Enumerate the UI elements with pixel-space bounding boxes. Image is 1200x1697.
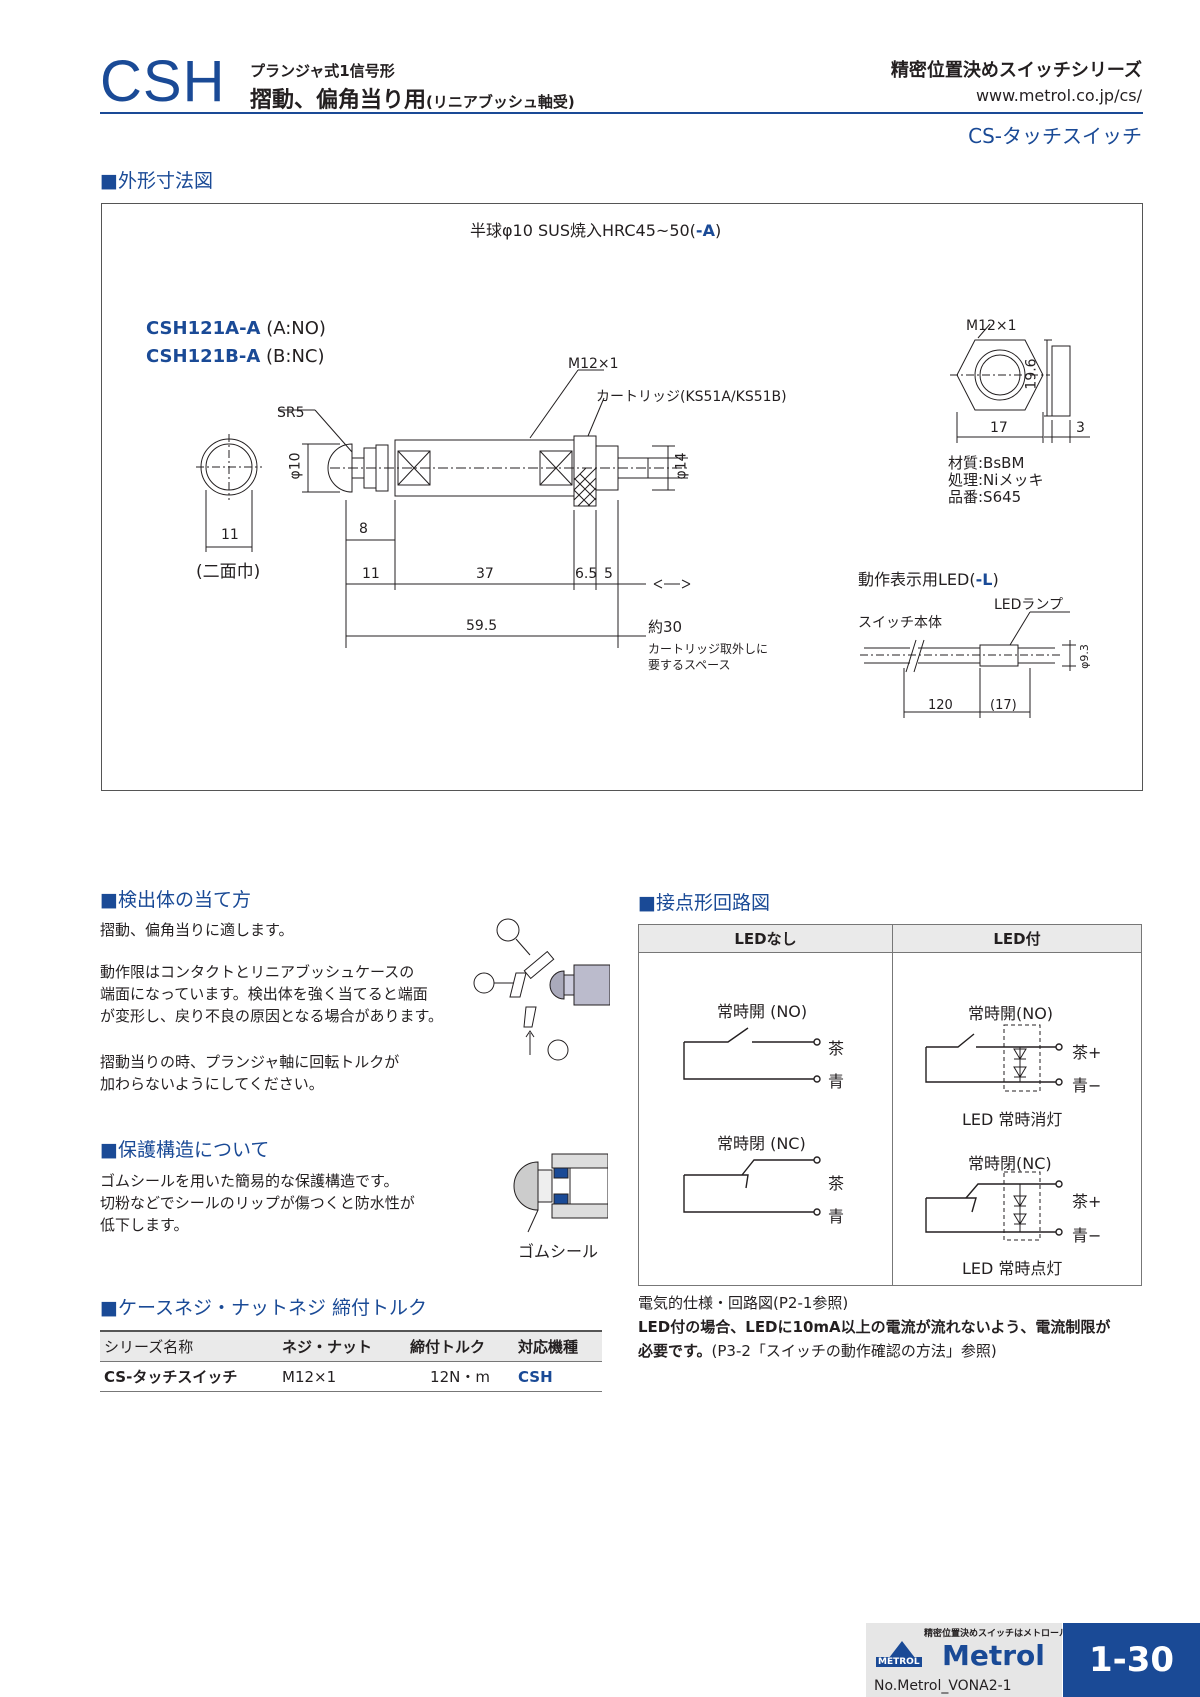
led-off-label: LED 常時消灯 [962,1110,1063,1129]
led-nc-brown: 茶+ [1072,1192,1102,1211]
nut-part-no: 品番:S645 [948,488,1022,506]
dim-cartridge: カートリッジ(KS51A/KS51B) [596,389,787,405]
led-lamp-label: LEDランプ [994,597,1064,613]
nc-label: 常時閉 (NC) [717,1134,806,1153]
nut-material: 材質:BsBM [948,454,1025,472]
torque-table: シリーズ名称 ネジ・ナット 締付トルク 対応機種 CS-タッチスイッチ M12×… [100,1330,602,1392]
seal-label: ゴムシール [518,1242,599,1261]
protect-p1: ゴムシールを用いた簡易的な保護構造です。 切粉などでシールのリップが傷つくと防水… [100,1172,415,1234]
cell-screw: M12×1 [278,1361,406,1392]
led-nc-label: 常時閉(NC) [968,1154,1052,1173]
protect-heading: 保護構造について [100,1135,269,1162]
dim-phi14: φ14 [673,452,690,480]
page-number: 1-30 [1063,1623,1200,1697]
seal-diagram [513,1153,608,1233]
dim-space-1: カートリッジ取外しに [648,642,769,656]
hemisphere-tip [327,443,353,493]
circuit-ref: 電気的仕様・回路図(P2-1参照) [638,1294,849,1312]
nut-treatment: 処理:Niメッキ [948,471,1044,489]
detect-p2: 動作限はコンタクトとリニアブッシュケースの 端面になっています。検出体を強く当て… [100,963,444,1025]
switch-body-label: スイッチ本体 [858,615,942,631]
nc-blue: 青 [828,1207,845,1226]
footer-logo-small: METROL [876,1657,922,1667]
led-dim-120: 120 [928,698,953,713]
led-title: 動作表示用LED(-L) [858,570,999,589]
dim-6-5: 6.5 [575,566,598,582]
nut-17: 17 [990,420,1008,436]
detect-p1: 摺動、偏角当りに適します。 [100,921,294,939]
circuit-table: LEDなし LED付 [638,924,1142,1286]
dim-8: 8 [359,521,368,537]
dim-5: 5 [604,566,613,582]
header-rule [100,112,1143,114]
nut-side [1051,345,1071,417]
dim-approx30: 約30 [648,618,683,636]
torque-header-row: シリーズ名称 ネジ・ナット 締付トルク 対応機種 [100,1330,602,1362]
dim-37: 37 [476,566,494,582]
model-a: CSH121A-A (A:NO) [146,318,326,339]
cell-torque: 12N・m [406,1361,514,1392]
category-label: CS-タッチスイッチ [968,124,1142,148]
dimension-drawing-frame [101,203,1143,791]
led-dim-17: (17) [990,698,1017,713]
dim-sr5: SR5 [277,405,305,421]
dim-nikomen: (二面巾) [196,562,261,582]
col-with-led: LED付 [892,924,1142,953]
detect-p3: 摺動当りの時、プランジャ軸に回転トルクが 加わらないようにしてください。 [100,1053,400,1093]
footer-tagline: 精密位置決めスイッチはメトロール [924,1629,1069,1639]
footer-logo: Metrol [942,1639,1045,1672]
series-title: 摺動、偏角当り用(リニアブッシュ軸受) [250,88,575,113]
series-subtitle: プランジャ式1信号形 [250,62,395,80]
no-label: 常時開 (NO) [717,1002,808,1021]
dim-thread: M12×1 [568,356,619,372]
col-series: シリーズ名称 [100,1330,278,1362]
dim-11-hex: 11 [221,527,239,543]
tip-note: 半球φ10 SUS焼入HRC45~50(-A) [470,221,722,240]
circuit-warning-2: 必要です。(P3-2「スイッチの動作確認の方法」参照) [638,1342,997,1360]
nut-19-6: 19.6 [1023,358,1040,390]
cell-model: CSH [514,1361,602,1392]
col-no-led: LEDなし [638,924,893,953]
dimension-drawing [196,323,1090,718]
no-brown: 茶 [828,1039,845,1058]
detect-heading: 検出体の当て方 [100,885,251,912]
circuit-heading: 接点形回路図 [638,888,770,915]
table-row: CS-タッチスイッチ M12×1 12N・m CSH [100,1361,602,1392]
series-code: CSH [100,49,226,114]
series-name: 精密位置決めスイッチシリーズ [890,60,1142,81]
circuit-diagram [683,1024,1063,1241]
col-screw: ネジ・ナット [278,1330,406,1362]
led-no-blue: 青− [1072,1076,1102,1095]
dim-phi10: φ10 [287,452,304,480]
nut-thread: M12×1 [966,318,1017,334]
cell-series: CS-タッチスイッチ [100,1361,278,1392]
model-b: CSH121B-A (B:NC) [146,346,325,367]
website-link[interactable]: www.metrol.co.jp/cs/ [975,86,1142,105]
dimensions-heading: 外形寸法図 [100,166,213,193]
dim-space-2: 要するスペース [648,658,731,672]
detect-diagram [473,918,610,1061]
col-torque: 締付トルク [406,1330,514,1362]
footer-doc-no: No.Metrol_VONA2-1 [874,1678,1012,1694]
dim-11: 11 [362,566,380,582]
no-blue: 青 [828,1072,845,1091]
led-no-brown: 茶+ [1072,1043,1102,1062]
nc-brown: 茶 [828,1174,845,1193]
nut-3: 3 [1076,420,1085,436]
footer-logo-box: 精密位置決めスイッチはメトロール METROL Metrol No.Metrol… [866,1623,1068,1697]
torque-heading: ケースネジ・ナットネジ 締付トルク [100,1293,427,1320]
led-nc-blue: 青− [1072,1226,1102,1245]
led-on-label: LED 常時点灯 [962,1259,1063,1278]
led-dim-phi: φ9.3 [1077,644,1091,669]
dim-59-5: 59.5 [466,618,498,634]
series-title-note: (リニアブッシュ軸受) [426,93,575,111]
col-model: 対応機種 [514,1330,602,1362]
circuit-warning-1: LED付の場合、LEDに10mA以上の電流が流れないよう、電流制限が [638,1318,1111,1336]
led-no-label: 常時開(NO) [968,1004,1054,1023]
